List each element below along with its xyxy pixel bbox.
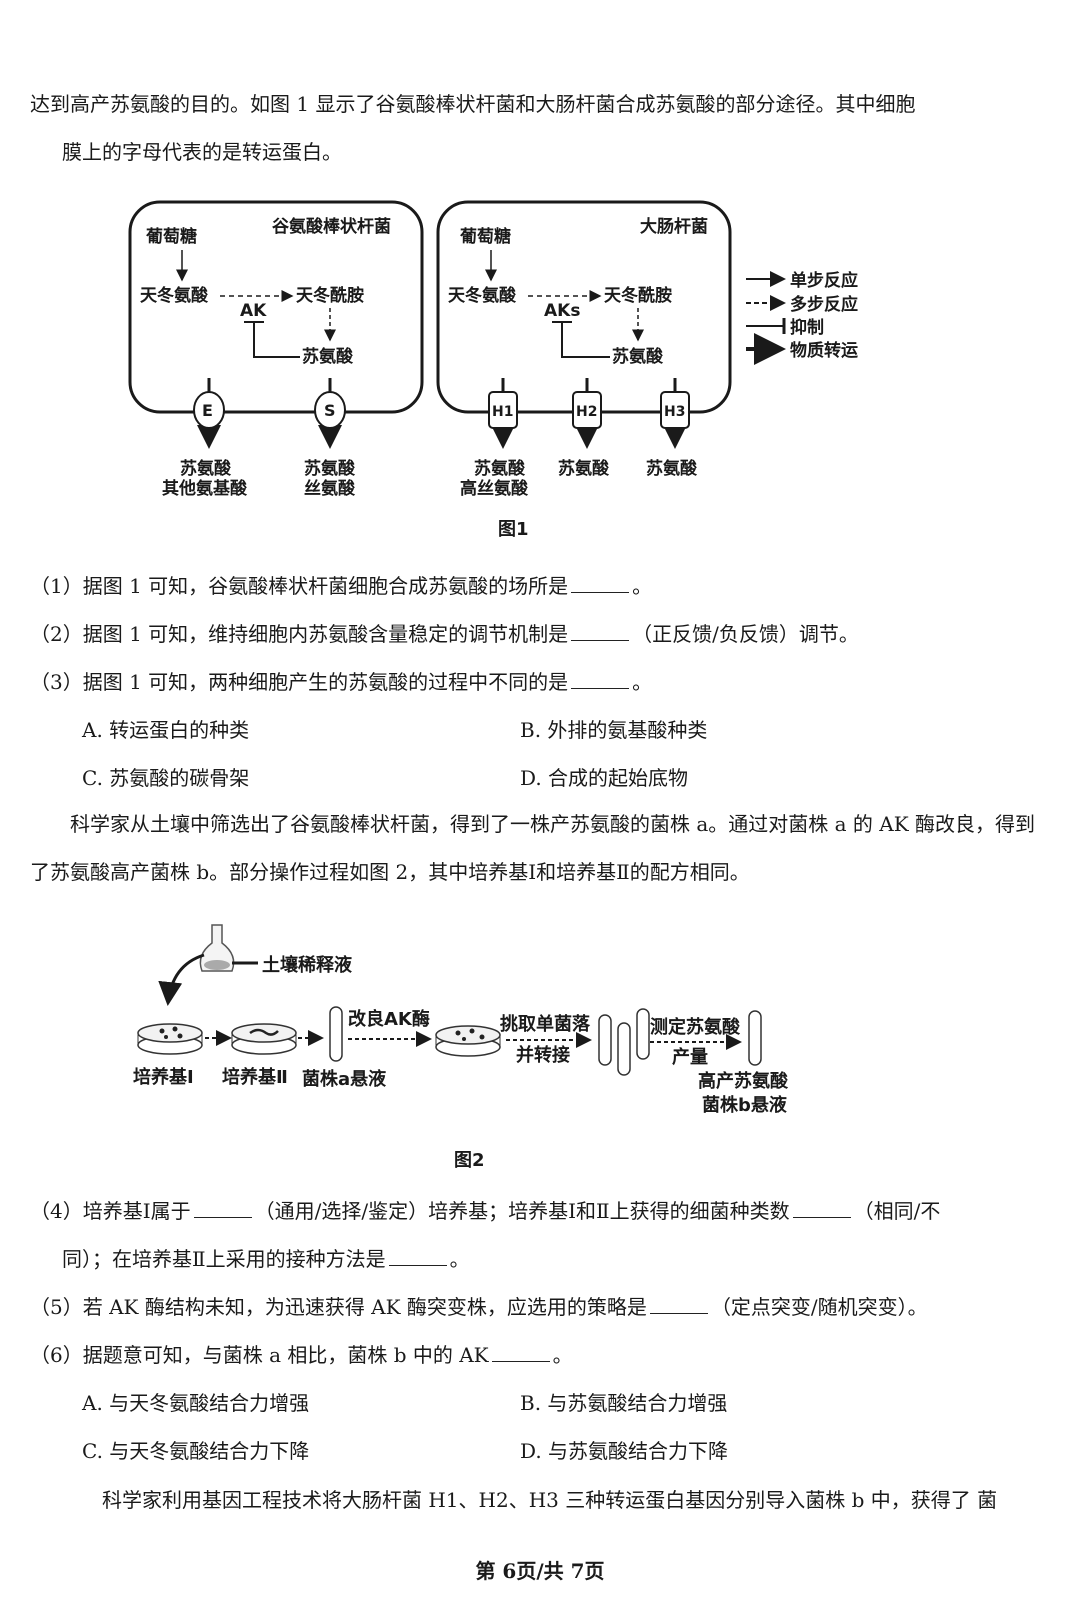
result-label-1: 高产苏氨酸 — [698, 1070, 789, 1092]
medium-1-label: 培养基Ⅰ — [133, 1066, 194, 1088]
question-4-continued: 同）；在培养基Ⅱ上采用的接种方法是。 — [62, 1247, 470, 1271]
transporter-s-label: S — [324, 401, 336, 420]
transporter-h1 — [488, 391, 518, 429]
figure-1-caption: 图1 — [498, 519, 529, 540]
cell2-aspartate: 天冬氨酸 — [448, 285, 517, 306]
transporter-h1-label: H1 — [492, 404, 513, 420]
transporter-h2 — [572, 391, 602, 429]
pick-colony-label-1: 挑取单菌落 — [500, 1013, 591, 1035]
answer-blank-3[interactable] — [571, 670, 630, 689]
paragraph-3: 科学家利用基因工程技术将大肠杆菌 H1、H2、H3 三种转运蛋白基因分别导入菌株… — [102, 1488, 998, 1512]
page-footer: 第 6页/共 7页 — [475, 1559, 605, 1583]
plate-3-icon — [435, 1025, 501, 1057]
improve-ak-label: 改良AK酶 — [348, 1008, 430, 1030]
out-s-1: 苏氨酸 — [304, 458, 356, 479]
result-label-2: 菌株b悬液 — [702, 1094, 788, 1116]
out-h1-1: 苏氨酸 — [474, 458, 526, 479]
answer-blank-2[interactable] — [571, 622, 630, 641]
tube-3-icon — [636, 1008, 650, 1060]
cell1-asparagine: 天冬酰胺 — [296, 285, 364, 306]
soil-dilution-label: 土壤稀释液 — [262, 954, 353, 976]
out-s-2: 丝氨酸 — [304, 478, 356, 499]
legend-inhibit: 抑制 — [790, 317, 824, 338]
cell1-name: 谷氨酸棒状杆菌 — [272, 216, 391, 237]
q6-option-b[interactable]: B. 与苏氨酸结合力增强 — [520, 1391, 728, 1415]
tube-2-icon — [617, 1022, 631, 1076]
paragraph-2: 科学家从土壤中筛选出了谷氨酸棒状杆菌，得到了一株产苏氨酸的菌株 a。通过对菌株 … — [30, 812, 1036, 884]
legend-multi-step: 多步反应 — [790, 294, 858, 315]
cell2-name: 大肠杆菌 — [640, 216, 708, 237]
transporter-h3 — [660, 391, 690, 429]
tube-1-icon — [598, 1014, 612, 1066]
answer-blank-1[interactable] — [571, 574, 630, 593]
question-2: （2）据图 1 可知，维持细胞内苏氨酸含量稳定的调节机制是（正反馈/负反馈）调节… — [30, 622, 859, 646]
question-4: （4）培养基Ⅰ属于（通用/选择/鉴定）培养基；培养基Ⅰ和Ⅱ上获得的细菌种类数（相… — [30, 1199, 941, 1223]
out-h3: 苏氨酸 — [646, 458, 698, 479]
answer-blank-5[interactable] — [649, 1295, 708, 1314]
q3-option-d[interactable]: D. 合成的起始底物 — [520, 766, 689, 790]
transporter-e — [193, 391, 225, 429]
transporter-h3-label: H3 — [664, 404, 685, 420]
cell1-ak: AK — [240, 301, 267, 321]
cell2-asparagine: 天冬酰胺 — [604, 285, 672, 306]
transporter-h2-label: H2 — [576, 404, 597, 420]
q3-option-c[interactable]: C. 苏氨酸的碳骨架 — [82, 766, 250, 790]
intro-line-2: 膜上的字母代表的是转运蛋白。 — [62, 140, 342, 164]
answer-blank-4a[interactable] — [193, 1199, 252, 1218]
figure-2-caption: 图2 — [454, 1150, 485, 1171]
q6-option-d[interactable]: D. 与苏氨酸结合力下降 — [520, 1439, 729, 1463]
answer-blank-6[interactable] — [491, 1343, 550, 1362]
answer-blank-4b[interactable] — [792, 1199, 851, 1218]
out-e-2: 其他氨基酸 — [162, 478, 248, 499]
medium-2-label: 培养基Ⅱ — [222, 1066, 288, 1088]
transporter-s — [314, 391, 346, 429]
out-h1-2: 高丝氨酸 — [460, 478, 529, 499]
cell-membrane-corynebacterium — [128, 200, 424, 414]
question-1: （1）据图 1 可知，谷氨酸棒状杆菌细胞合成苏氨酸的场所是。 — [30, 574, 653, 598]
tube-strain-b-icon — [748, 1010, 762, 1066]
figure-1: 谷氨酸棒状杆菌 葡萄糖 天冬氨酸 AK 天冬酰胺 苏氨酸 E S 苏氨酸 其他氨… — [128, 200, 858, 499]
transporter-e-label: E — [202, 401, 213, 420]
figure-2: 土壤稀释液 改良AK酶 挑取单菌落 并转接 测定苏氨酸 产量 培养基Ⅰ 培养基Ⅱ… — [133, 924, 789, 1116]
cell1-glucose: 葡萄糖 — [145, 226, 197, 247]
question-5: （5）若 AK 酶结构未知，为迅速获得 AK 酶突变株，应选用的策略是（定点突变… — [30, 1295, 928, 1319]
tube-strain-a-icon — [329, 1006, 343, 1062]
pick-colony-label-2: 并转接 — [516, 1044, 570, 1066]
intro-line-1: 达到高产苏氨酸的目的。如图 1 显示了谷氨酸棒状杆菌和大肠杆菌合成苏氨酸的部分途… — [30, 92, 916, 116]
q6-option-a[interactable]: A. 与天冬氨酸结合力增强 — [82, 1391, 310, 1415]
cell2-aks: AKs — [544, 301, 580, 321]
q3-option-a[interactable]: A. 转运蛋白的种类 — [82, 718, 250, 742]
question-3: （3）据图 1 可知，两种细胞产生的苏氨酸的过程中不同的是。 — [30, 670, 653, 694]
cell2-glucose: 葡萄糖 — [459, 226, 511, 247]
cell1-aspartate: 天冬氨酸 — [140, 285, 209, 306]
q6-option-c[interactable]: C. 与天冬氨酸结合力下降 — [82, 1439, 310, 1463]
strain-a-label: 菌株a悬液 — [302, 1068, 387, 1090]
flask-icon — [199, 924, 235, 972]
answer-blank-4c[interactable] — [388, 1247, 447, 1266]
legend-transport: 物质转运 — [790, 340, 858, 361]
cell2-threonine: 苏氨酸 — [612, 346, 664, 367]
q3-option-b[interactable]: B. 外排的氨基酸种类 — [520, 718, 708, 742]
plate-medium-1-icon — [137, 1023, 203, 1055]
legend-single-step: 单步反应 — [790, 270, 858, 291]
plate-medium-2-icon — [231, 1023, 297, 1055]
out-h2: 苏氨酸 — [558, 458, 610, 479]
measure-label-1: 测定苏氨酸 — [650, 1016, 741, 1038]
cell1-threonine: 苏氨酸 — [302, 346, 354, 367]
question-6: （6）据题意可知，与菌株 a 相比，菌株 b 中的 AK。 — [30, 1343, 573, 1367]
measure-label-2: 产量 — [672, 1046, 708, 1068]
out-e-1: 苏氨酸 — [180, 458, 232, 479]
